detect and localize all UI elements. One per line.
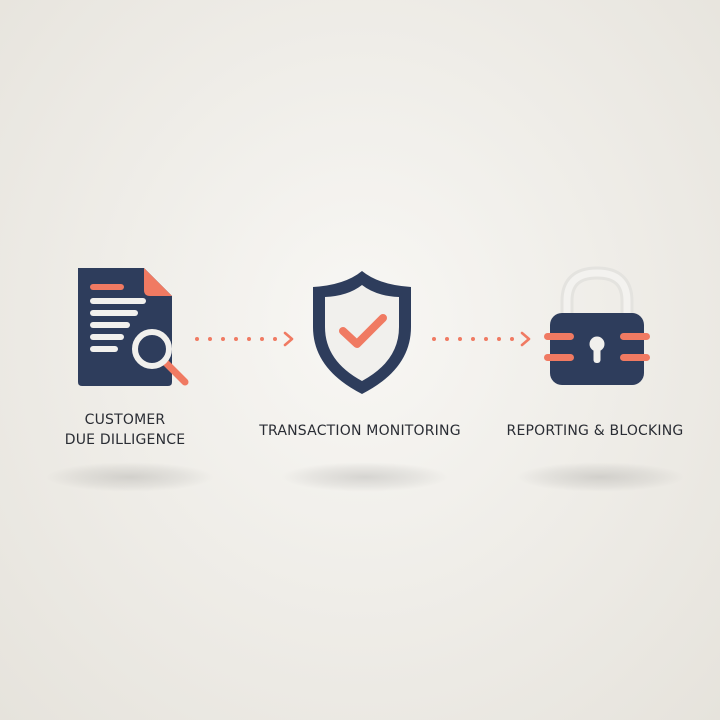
step-1-label-line-2: DUE DILLIGENCE: [64, 432, 186, 448]
padlock-icon: [540, 265, 655, 390]
connector-arrow-1: [193, 330, 298, 348]
shield-check-icon: [305, 265, 420, 400]
step-3-label: REPORTING & BLOCKING: [506, 423, 684, 439]
document-magnifier-icon: [70, 262, 195, 392]
step-1-label: CUSTOMER DUE DILLIGENCE: [50, 410, 200, 450]
step-2-label: TRANSACTION MONITORING: [259, 423, 461, 439]
step-1-shadow: [45, 462, 215, 492]
step-3-shadow: [515, 462, 685, 492]
step-1-label-line-1: CUSTOMER: [84, 412, 166, 428]
step-2-shadow: [280, 462, 450, 492]
connector-arrow-2: [430, 330, 535, 348]
